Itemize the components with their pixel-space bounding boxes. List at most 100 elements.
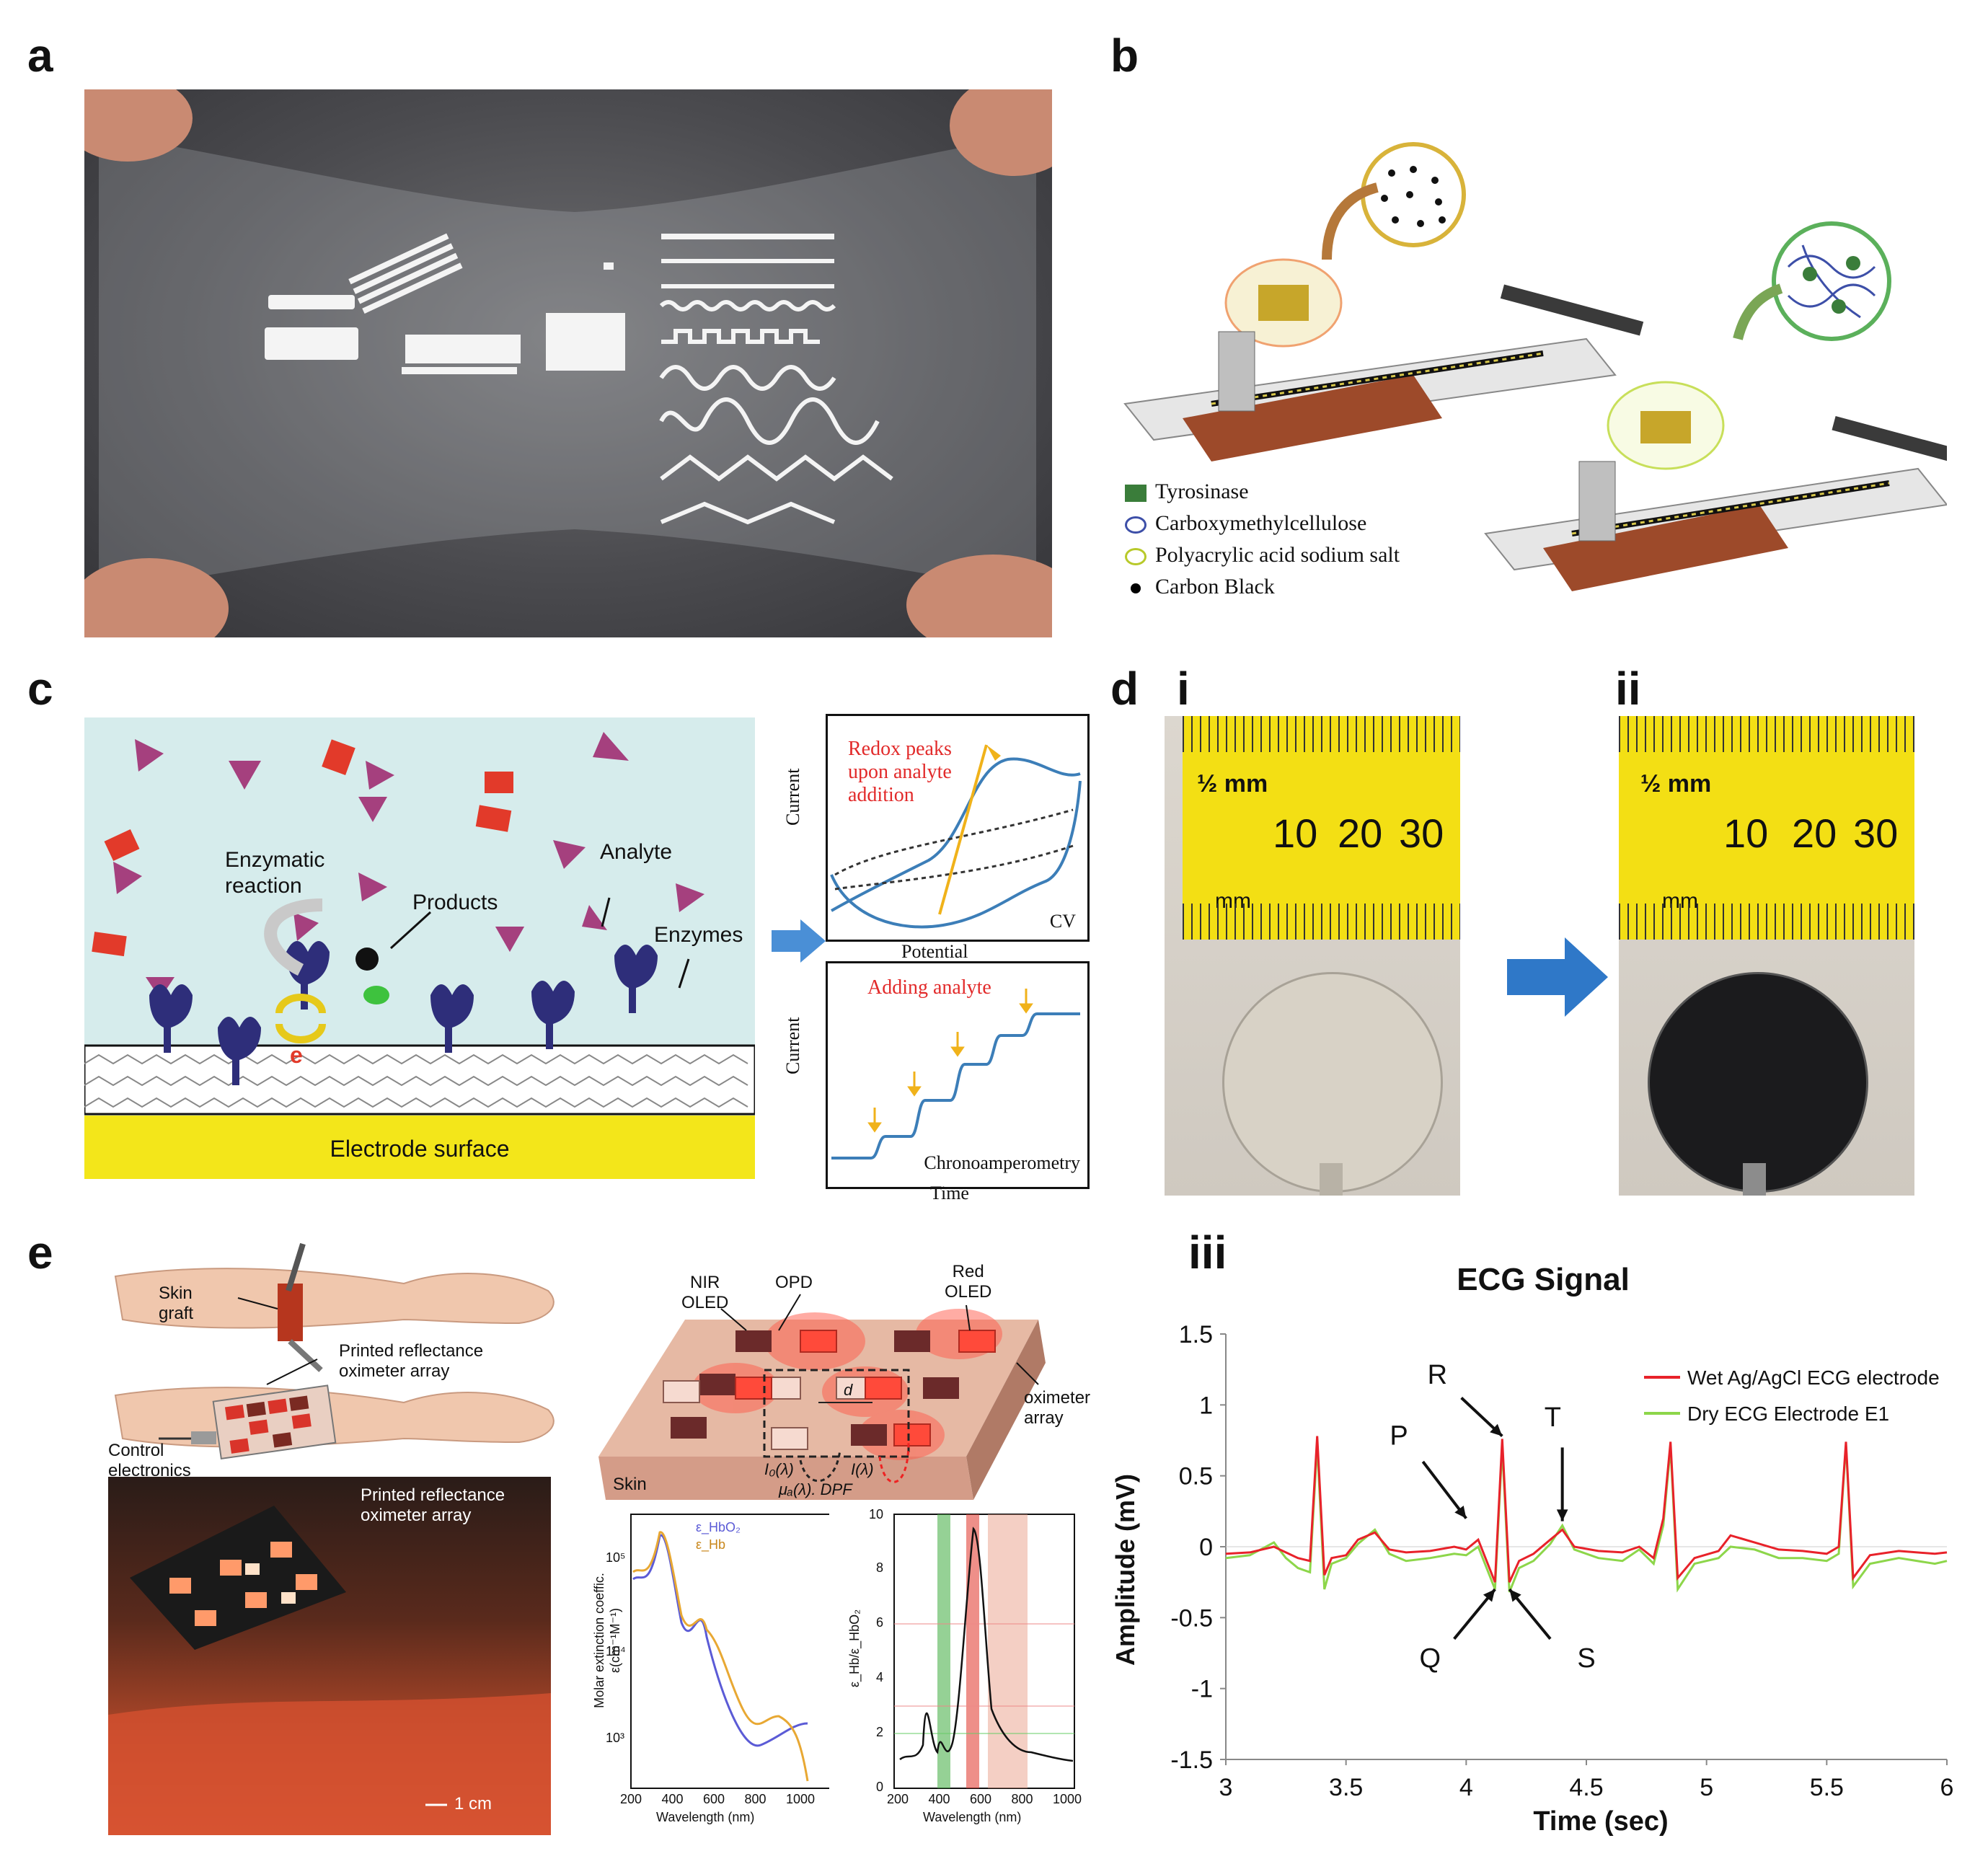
x-tick-label: 5	[1700, 1774, 1713, 1801]
electrode-surface-label: Electrode surface	[330, 1136, 510, 1162]
y-tick-label: -1.5	[1170, 1746, 1213, 1774]
ytick: 8	[876, 1560, 884, 1575]
x-tick-label: 3	[1219, 1774, 1233, 1801]
ytick: 10	[869, 1507, 884, 1521]
x-tick-label: 5.5	[1810, 1774, 1844, 1801]
cv-ylabel: Current	[782, 768, 803, 826]
xtick: 400	[928, 1792, 950, 1806]
annotation-arrowhead	[1556, 1509, 1568, 1521]
cmc-icon	[1125, 516, 1147, 534]
sensor-schematic	[83, 717, 756, 1179]
xtick: 1000	[785, 1792, 815, 1806]
xtick: 800	[744, 1792, 767, 1806]
legend-label: Wet Ag/AgCl ECG electrode	[1687, 1366, 1940, 1389]
electron-label: e	[290, 1042, 303, 1068]
xtick: 800	[1011, 1792, 1033, 1806]
legend-item: Polyacrylic acid sodium salt	[1125, 539, 1400, 571]
spectra2-xticks: 200 400 600 800 1000	[887, 1792, 1082, 1807]
xtick: 200	[620, 1792, 642, 1806]
ytick: 10³	[606, 1731, 625, 1745]
annotation-label: R	[1428, 1360, 1447, 1390]
materials-legend: Tyrosinase Carboxymethylcellulose Polyac…	[1125, 476, 1400, 603]
ruler-number: 20	[1792, 810, 1837, 856]
ytick: 10⁴	[606, 1644, 626, 1658]
spectra2-ylabel: ε_Hb/ε_HbO₂	[847, 1609, 862, 1687]
enzymatic-reaction-label: Enzymatic reaction	[225, 848, 325, 898]
photo-array-label: Printed reflectance oximeter array	[361, 1485, 505, 1525]
x-tick-label: 3.5	[1329, 1774, 1363, 1801]
y-tick-label: 0.5	[1179, 1463, 1213, 1490]
xtick: 600	[702, 1792, 725, 1806]
nir-oled-label: NIR OLED	[681, 1273, 729, 1312]
ruler	[1619, 716, 1914, 940]
chronoamperometry-plot: Adding analyte Chronoamperometry	[826, 961, 1090, 1189]
oximeter-array-label: oximeter array	[1024, 1388, 1091, 1428]
annotation-arrowhead	[1483, 1589, 1496, 1602]
ruler-number: 30	[1399, 810, 1444, 856]
panel-label-d: d	[1110, 663, 1139, 715]
annotation-label: Q	[1420, 1643, 1441, 1674]
mu-label: μₐ(λ). DPF	[779, 1480, 852, 1498]
cv-plot: Redox peaks upon analyte addition CV	[826, 714, 1090, 942]
spectra2-xlabel: Wavelength (nm)	[923, 1810, 1022, 1824]
cv-note: Redox peaks upon analyte addition	[848, 738, 952, 806]
stretchable-substrate-photo	[84, 89, 1052, 637]
xtick: 200	[887, 1792, 909, 1806]
series-line	[1225, 1436, 1948, 1583]
screen-printing-schematic: Tyrosinase Carboxymethylcellulose Polyac…	[1110, 101, 1961, 620]
annotation-arrow	[1421, 1460, 1467, 1519]
ca-xlabel: Time	[930, 1183, 969, 1203]
opd-label: OPD	[775, 1273, 813, 1292]
panel-label-d-i: i	[1177, 663, 1190, 715]
enzymatic-sensor-diagram: Enzymatic reaction Products Analyte Enzy…	[83, 717, 756, 1179]
spectra1-xlabel: Wavelength (nm)	[656, 1810, 755, 1824]
red-oled-label: Red OLED	[945, 1262, 992, 1302]
ruler	[1183, 716, 1460, 940]
ratio-curve	[893, 1514, 1075, 1789]
panel-label-b: b	[1110, 30, 1139, 81]
y-tick-label: -0.5	[1170, 1604, 1213, 1632]
ytick: 2	[876, 1725, 884, 1739]
arm-illustrations: Skin graft Printed reflectance oximeter …	[101, 1240, 570, 1480]
legend-label: Dry ECG Electrode E1	[1687, 1403, 1889, 1425]
y-tick-label: 1.5	[1179, 1321, 1213, 1348]
y-tick-label: -1	[1191, 1676, 1213, 1703]
ca-note: Adding analyte	[867, 976, 991, 999]
arrow-right-icon	[772, 919, 826, 963]
legend-label: Tyrosinase	[1155, 480, 1249, 503]
control-electronics-label: Control electronics	[108, 1441, 191, 1480]
oximeter-on-arm	[108, 1506, 551, 1835]
scale-bar-label: 1 cm	[454, 1794, 492, 1814]
annotation-arrowhead	[1509, 1589, 1521, 1602]
ruler-number: 10	[1723, 810, 1769, 856]
carbon-black-icon	[1131, 583, 1141, 594]
legend-label: Polyacrylic acid sodium salt	[1155, 543, 1400, 567]
legend-hbo2: ε_HbO₂	[696, 1520, 741, 1534]
ruler-number: 30	[1853, 810, 1899, 856]
y-tick-label: 1	[1199, 1392, 1213, 1419]
annotation-label: T	[1545, 1403, 1561, 1433]
panel-label-e: e	[27, 1227, 53, 1278]
cv-xlabel: Potential	[901, 941, 968, 962]
arm-drawings	[114, 1242, 555, 1460]
xtick: 400	[661, 1792, 684, 1806]
panel-label-d-iii: iii	[1188, 1227, 1227, 1278]
skin-graft-label: Skin graft	[159, 1284, 194, 1323]
ca-ylabel: Current	[782, 1017, 803, 1074]
annotation-label: P	[1390, 1421, 1408, 1451]
legend-label: Carboxymethylcellulose	[1155, 511, 1367, 535]
cv-tag: CV	[1049, 911, 1076, 932]
oximeter-array-drawing	[598, 1294, 1046, 1500]
analyte-label: Analyte	[600, 840, 673, 864]
electrode-photo-before: ½ mm 10 20 30 mm	[1165, 716, 1460, 1196]
extinction-ratio-plot: 0 2 4 6 8 10 ε_Hb/ε_HbO₂ 200 400 600 800…	[844, 1507, 1082, 1839]
annotation-arrowhead	[1490, 1423, 1503, 1436]
ruler-unit-label: ½ mm	[1197, 770, 1268, 798]
coated-electrode	[1648, 972, 1868, 1193]
legend-label: Carbon Black	[1155, 575, 1275, 598]
tyrosinase-icon	[1125, 485, 1147, 503]
enzymes-label: Enzymes	[654, 923, 743, 947]
x-tick-label: 6	[1940, 1774, 1954, 1801]
